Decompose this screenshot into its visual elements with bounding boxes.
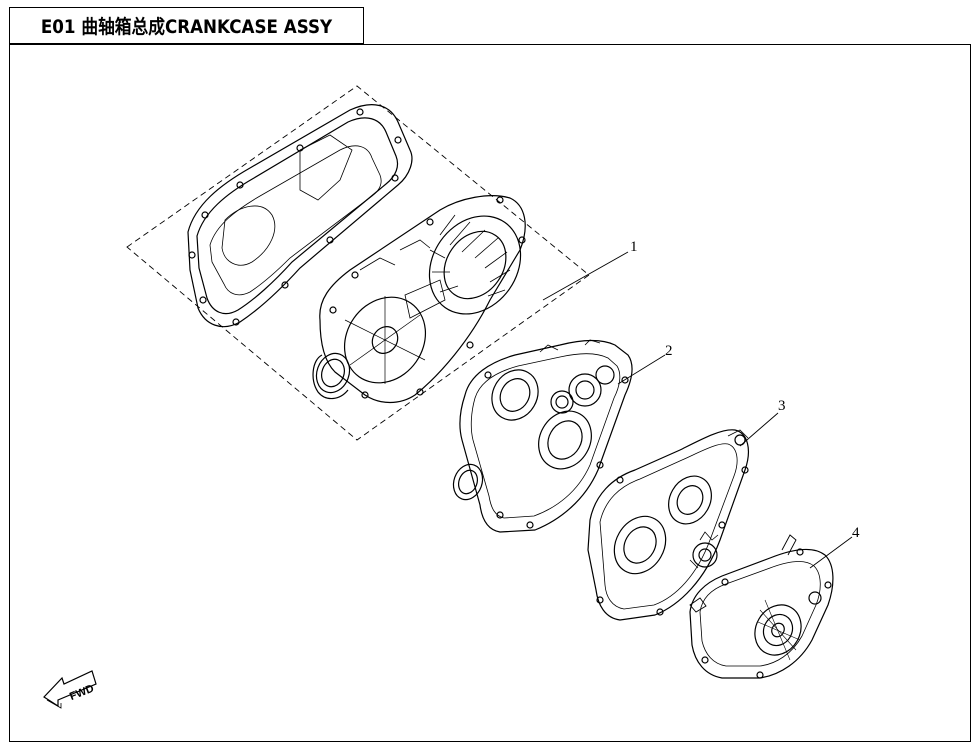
- title-box: E01 曲轴箱总成CRANKCASE ASSY: [9, 7, 364, 44]
- leader-line-1: [542, 251, 629, 301]
- clutch-cover-inner: [312, 195, 526, 404]
- part-1-group-boundary: [126, 85, 590, 441]
- drawing-frame: [9, 44, 971, 742]
- callout-3: 3: [778, 398, 786, 414]
- crankcase-left: [452, 339, 633, 533]
- leader-line-4: [809, 536, 853, 569]
- forward-arrow-icon: FWD: [43, 670, 97, 709]
- callout-1: 1: [630, 239, 638, 255]
- fwd-label: FWD: [68, 682, 96, 703]
- diagram-title: E01 曲轴箱总成CRANKCASE ASSY: [40, 16, 333, 38]
- leader-lines: [542, 251, 853, 569]
- callout-numbers: 1 2 3 4: [630, 239, 860, 541]
- leader-line-3: [739, 412, 779, 447]
- crankcase-right: [587, 429, 749, 621]
- callout-4: 4: [852, 525, 860, 541]
- leader-line-2: [617, 354, 666, 385]
- callout-2: 2: [665, 343, 673, 359]
- clutch-cover-outer: [187, 104, 413, 328]
- gearbox-cover: [689, 534, 834, 679]
